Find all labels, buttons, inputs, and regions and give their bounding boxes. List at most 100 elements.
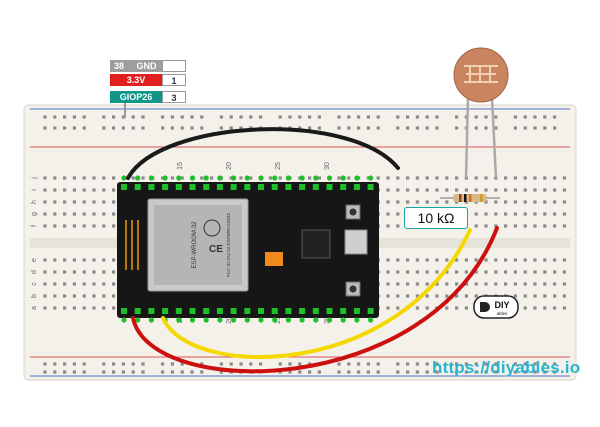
breadboard-hole bbox=[112, 270, 116, 274]
breadboard-hole bbox=[239, 176, 243, 180]
logo-text: DIY bbox=[494, 300, 509, 310]
breadboard-hole bbox=[72, 282, 76, 286]
esp32-pin-contact bbox=[231, 175, 237, 181]
rail-hole bbox=[72, 370, 76, 374]
diyables-logo bbox=[473, 295, 519, 319]
rail-hole bbox=[288, 370, 292, 374]
breadboard-hole bbox=[415, 176, 419, 180]
breadboard-hole bbox=[484, 282, 488, 286]
breadboard-hole bbox=[435, 294, 439, 298]
breadboard-hole bbox=[494, 224, 498, 228]
breadboard-hole bbox=[484, 188, 488, 192]
breadboard-hole bbox=[533, 294, 537, 298]
rail-hole bbox=[435, 370, 439, 374]
breadboard-hole bbox=[112, 294, 116, 298]
breadboard-hole bbox=[523, 258, 527, 262]
breadboard-hole bbox=[543, 188, 547, 192]
breadboard-hole bbox=[180, 176, 184, 180]
rail-hole bbox=[82, 126, 86, 130]
rail-hole bbox=[43, 115, 47, 119]
rail-hole bbox=[43, 370, 47, 374]
breadboard-hole bbox=[82, 224, 86, 228]
breadboard-hole bbox=[474, 176, 478, 180]
rail-hole bbox=[415, 115, 419, 119]
breadboard-hole bbox=[406, 200, 410, 204]
rail-hole bbox=[455, 362, 459, 366]
breadboard-hole bbox=[53, 294, 57, 298]
pin-label-3v3: 3.3V bbox=[110, 74, 162, 86]
breadboard-hole bbox=[376, 176, 380, 180]
breadboard-hole bbox=[562, 212, 566, 216]
rail-hole bbox=[170, 362, 174, 366]
rail-hole bbox=[63, 370, 67, 374]
resistor-label: 10 kΩ bbox=[404, 207, 468, 229]
breadboard-hole bbox=[63, 282, 67, 286]
rail-hole bbox=[180, 362, 184, 366]
esp32-pin-contact bbox=[272, 175, 278, 181]
rail-hole bbox=[396, 370, 400, 374]
breadboard-hole bbox=[484, 258, 488, 262]
breadboard-hole bbox=[562, 270, 566, 274]
esp32-pin-contact bbox=[285, 317, 291, 323]
esp32-pin-contact bbox=[203, 175, 209, 181]
breadboard-hole bbox=[102, 212, 106, 216]
breadboard-hole bbox=[53, 306, 57, 310]
breadboard-hole bbox=[474, 270, 478, 274]
logo-subtext: ables bbox=[497, 311, 509, 316]
breadboard-hole bbox=[504, 282, 508, 286]
breadboard-hole bbox=[445, 270, 449, 274]
breadboard-hole bbox=[484, 212, 488, 216]
breadboard-hole bbox=[513, 294, 517, 298]
breadboard-hole bbox=[494, 188, 498, 192]
breadboard-hole bbox=[553, 306, 557, 310]
breadboard-hole bbox=[396, 258, 400, 262]
breadboard-hole bbox=[82, 176, 86, 180]
breadboard-hole bbox=[445, 258, 449, 262]
rail-hole bbox=[357, 370, 361, 374]
rail-hole bbox=[112, 126, 116, 130]
breadboard-hole bbox=[415, 306, 419, 310]
esp32-pin bbox=[299, 184, 306, 190]
breadboard-hole bbox=[112, 306, 116, 310]
breadboard-hole bbox=[513, 270, 517, 274]
esp32-pin bbox=[162, 308, 169, 314]
breadboard-hole bbox=[102, 224, 106, 228]
rail-hole bbox=[484, 126, 488, 130]
breadboard-hole bbox=[131, 176, 135, 180]
esp32-pin bbox=[271, 308, 278, 314]
breadboard-hole bbox=[43, 188, 47, 192]
breadboard-hole bbox=[513, 188, 517, 192]
esp32-pin-contact bbox=[148, 175, 154, 181]
esp32-pin-contact bbox=[135, 317, 141, 323]
rail-hole bbox=[72, 362, 76, 366]
breadboard-hole bbox=[53, 258, 57, 262]
antenna-trace-icon bbox=[125, 220, 139, 270]
breadboard-hole bbox=[543, 258, 547, 262]
rail-hole bbox=[219, 126, 223, 130]
resistor-band-1 bbox=[459, 194, 462, 202]
breadboard-hole bbox=[553, 294, 557, 298]
breadboard-hole bbox=[396, 224, 400, 228]
boot-button-cap bbox=[349, 208, 357, 216]
esp32-pin-contact bbox=[217, 175, 223, 181]
breadboard-hole bbox=[63, 188, 67, 192]
breadboard-hole bbox=[386, 306, 390, 310]
rail-hole bbox=[180, 126, 184, 130]
esp32-pin-contact bbox=[340, 317, 346, 323]
breadboard-hole bbox=[513, 224, 517, 228]
breadboard-hole bbox=[337, 176, 341, 180]
breadboard-hole bbox=[504, 258, 508, 262]
rail-hole bbox=[347, 362, 351, 366]
breadboard-hole bbox=[533, 176, 537, 180]
breadboard-hole bbox=[415, 200, 419, 204]
esp32-pin bbox=[340, 308, 347, 314]
breadboard-hole bbox=[72, 176, 76, 180]
row-letter: f bbox=[31, 225, 38, 227]
breadboard-hole bbox=[553, 188, 557, 192]
breadboard-hole bbox=[396, 282, 400, 286]
row-letter: a bbox=[31, 306, 38, 310]
breadboard-hole bbox=[112, 282, 116, 286]
breadboard-hole bbox=[513, 282, 517, 286]
esp32-pin bbox=[162, 184, 169, 190]
